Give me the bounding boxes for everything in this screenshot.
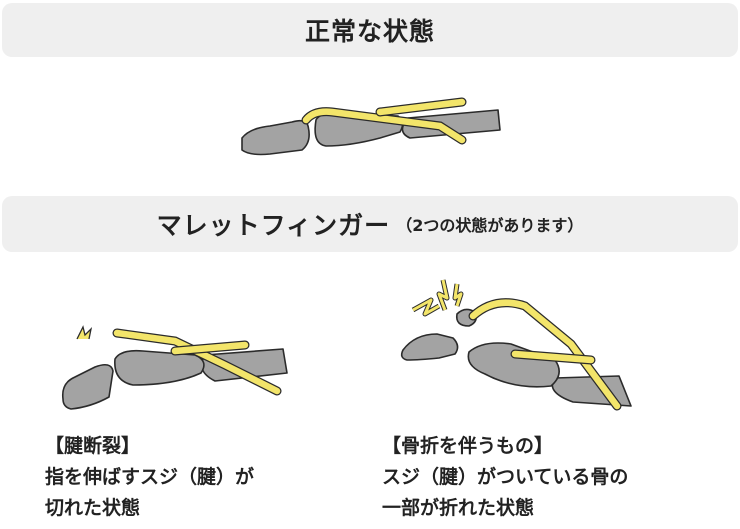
normal-state-header: 正常な状態 [2, 3, 738, 57]
normal-state-title: 正常な状態 [304, 17, 435, 46]
mallet-finger-title: マレットフィンガー [156, 211, 391, 240]
caption-line: 一部が折れた状態 [382, 497, 535, 519]
caption-line: 指を伸ばすスジ（腱）が [45, 466, 255, 488]
rupture-spark-icon [76, 325, 93, 340]
caption-heading: 【骨折を伴うもの】 [382, 435, 554, 457]
tendon-rupture-caption: 【腱断裂】 指を伸ばすスジ（腱）が 切れた状態 [45, 431, 254, 524]
distal-phalanx-bone [61, 363, 114, 410]
normal-finger-illustration [241, 97, 501, 156]
middle-phalanx-bone [114, 349, 205, 386]
middle-phalanx-bone [467, 342, 560, 388]
mallet-finger-subtitle: （2つの状態があります） [396, 216, 584, 235]
distal-phalanx-bone [400, 333, 459, 361]
fracture-caption: 【骨折を伴うもの】 スジ（腱）がついている骨の 一部が折れた状態 [382, 431, 628, 524]
tendon-rupture-illustration [61, 325, 288, 410]
avulsion-fracture-illustration [400, 279, 632, 411]
caption-heading: 【腱断裂】 [45, 435, 141, 457]
caption-line: スジ（腱）がついている骨の [382, 466, 629, 488]
mallet-finger-header: マレットフィンガー （2つの状態があります） [2, 196, 738, 252]
caption-line: 切れた状態 [45, 497, 141, 519]
distal-phalanx-bone [241, 119, 310, 156]
